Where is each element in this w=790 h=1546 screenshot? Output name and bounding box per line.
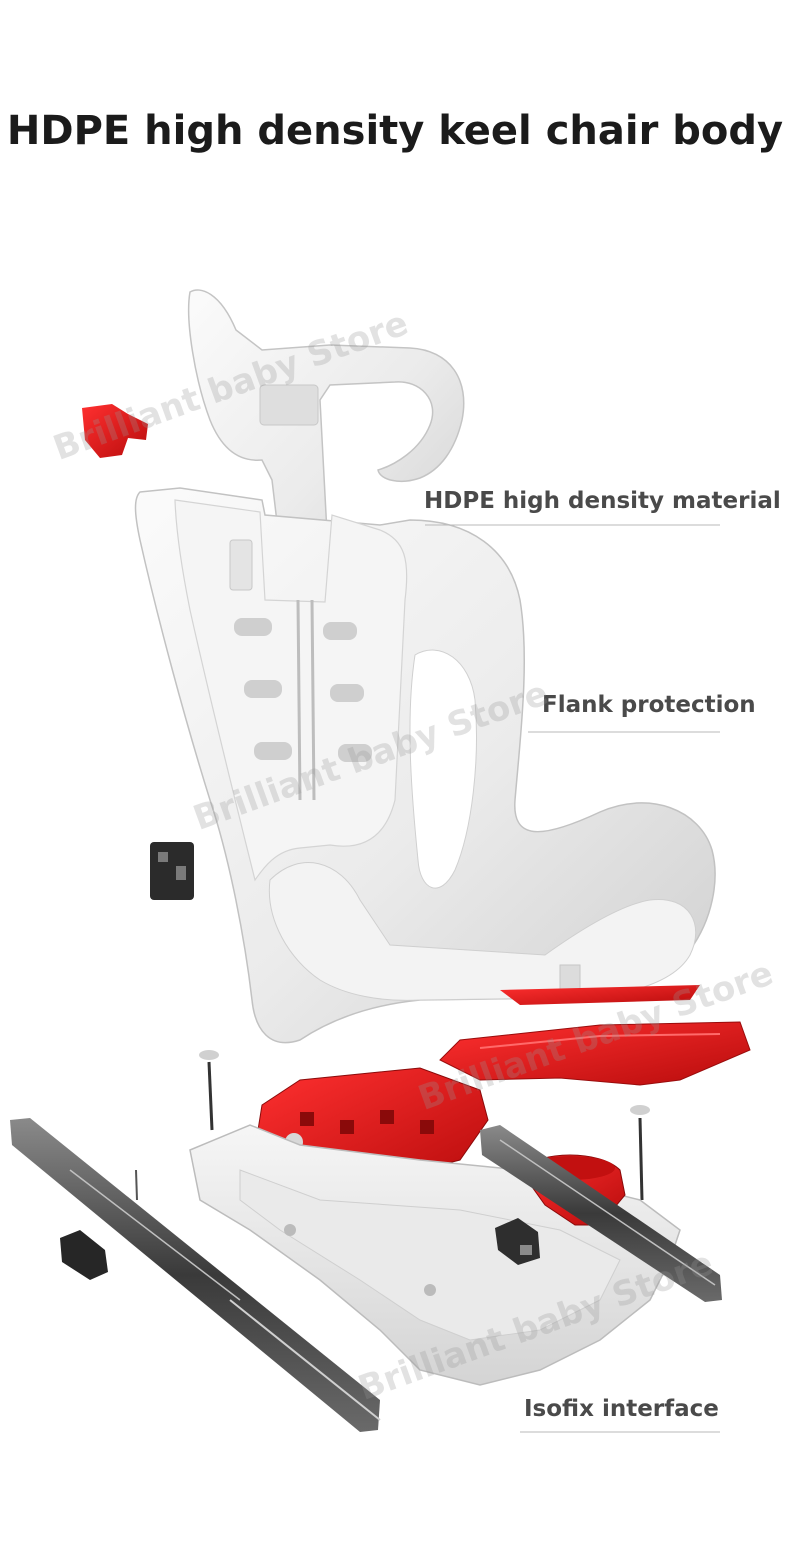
connector-part-left xyxy=(60,1230,108,1280)
red-clip-part xyxy=(82,404,148,458)
latch-part-left xyxy=(150,842,194,900)
seat-shell xyxy=(134,487,716,1044)
red-leg-plate xyxy=(439,1021,751,1086)
callout-material: HDPE high density material xyxy=(424,488,781,514)
callout-isofix: Isofix interface xyxy=(524,1396,719,1422)
isofix-rail-left xyxy=(10,1118,381,1432)
callout-flank: Flank protection xyxy=(542,692,756,718)
isofix-rail-right xyxy=(480,1125,722,1302)
latch-part-center xyxy=(495,1218,540,1265)
page-title: HDPE high density keel chair body xyxy=(6,108,784,154)
